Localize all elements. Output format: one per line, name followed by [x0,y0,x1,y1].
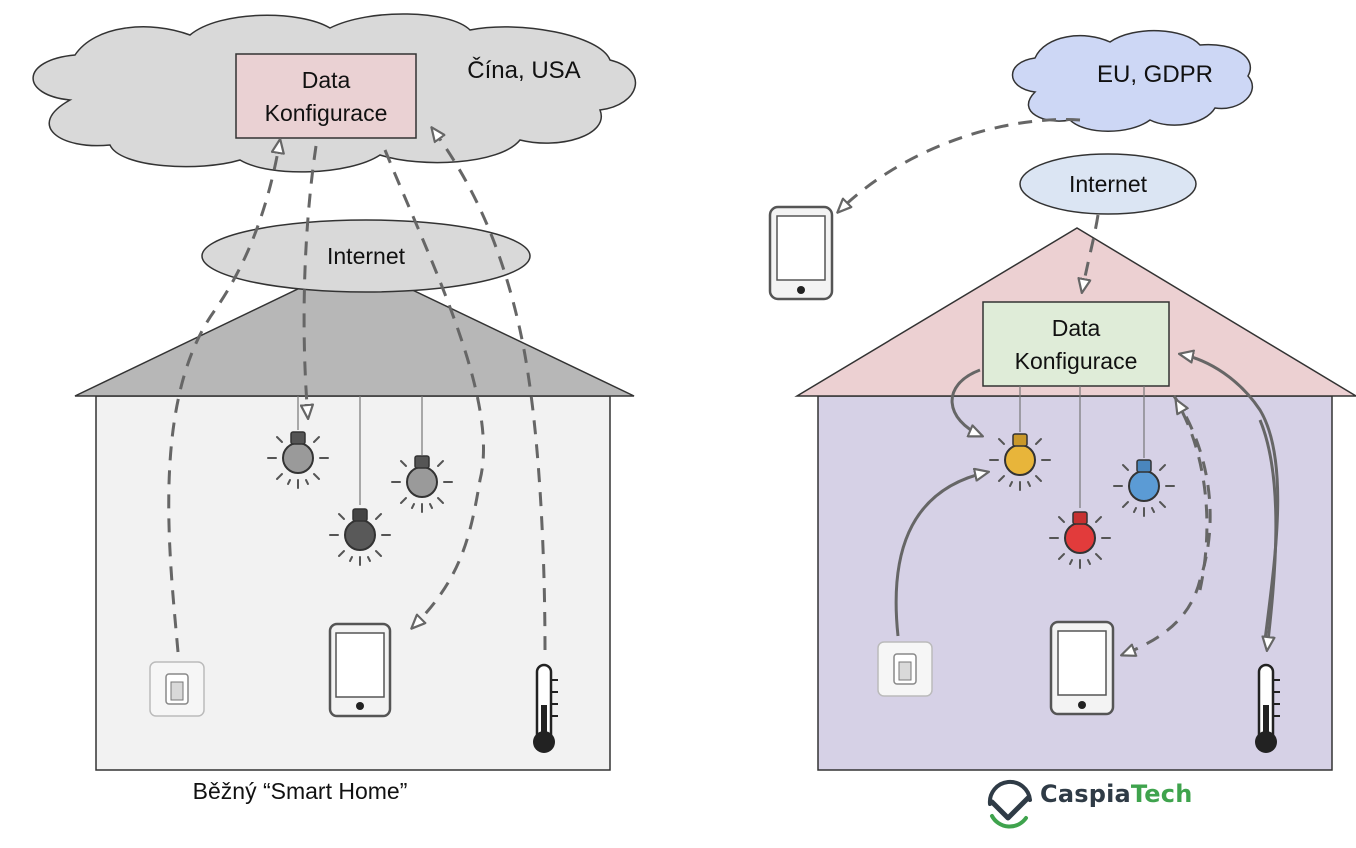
external-phone-icon [768,205,834,301]
left-data-box-line1: Data [302,67,351,93]
left-internet-label: Internet [327,243,406,269]
left-cloud-region-label: Čína, USA [467,56,580,84]
right-bulb-red-icon [1049,511,1111,569]
brand-name-part2: Tech [1130,780,1193,808]
right-cloud [1011,29,1254,132]
right-tablet-icon [1049,620,1115,716]
right-internet-label: Internet [1069,171,1148,197]
right-data-box [982,301,1170,387]
right-bulb-yellow-icon [989,433,1051,491]
right-data-box-line2: Konfigurace [1015,348,1138,374]
left-data-flow-arrows [167,128,547,653]
right-cloud-region-label: EU, GDPR [1097,61,1213,88]
left-internet-ellipse [201,219,531,293]
left-caption: Běžný “Smart Home” [192,778,408,804]
left-bulb-dark-icon [329,508,391,566]
left-data-box [235,53,417,139]
left-bulb-wires [297,396,423,505]
right-bulb-blue-icon [1113,459,1175,517]
brand-wordmark: CaspiaTech [1040,780,1192,808]
left-bulb-gray-2-icon [391,455,453,513]
left-data-box-line2: Konfigurace [265,100,388,126]
left-tablet-icon [328,622,392,718]
right-dashed-arrows [838,118,1212,655]
right-light-switch-icon [877,641,933,697]
right-bulb-wires [1019,386,1145,508]
right-thermometer-icon [1255,663,1280,753]
right-internet-ellipse [1019,153,1197,215]
left-thermometer-icon [533,663,558,753]
caspiatech-logo-icon [987,779,1032,829]
left-bulb-gray-1-icon [267,431,329,489]
left-light-switch-icon [149,661,205,717]
right-data-box-line1: Data [1052,315,1101,341]
brand-name-part1: Caspia [1040,780,1131,808]
right-solid-arrows [894,354,1280,650]
